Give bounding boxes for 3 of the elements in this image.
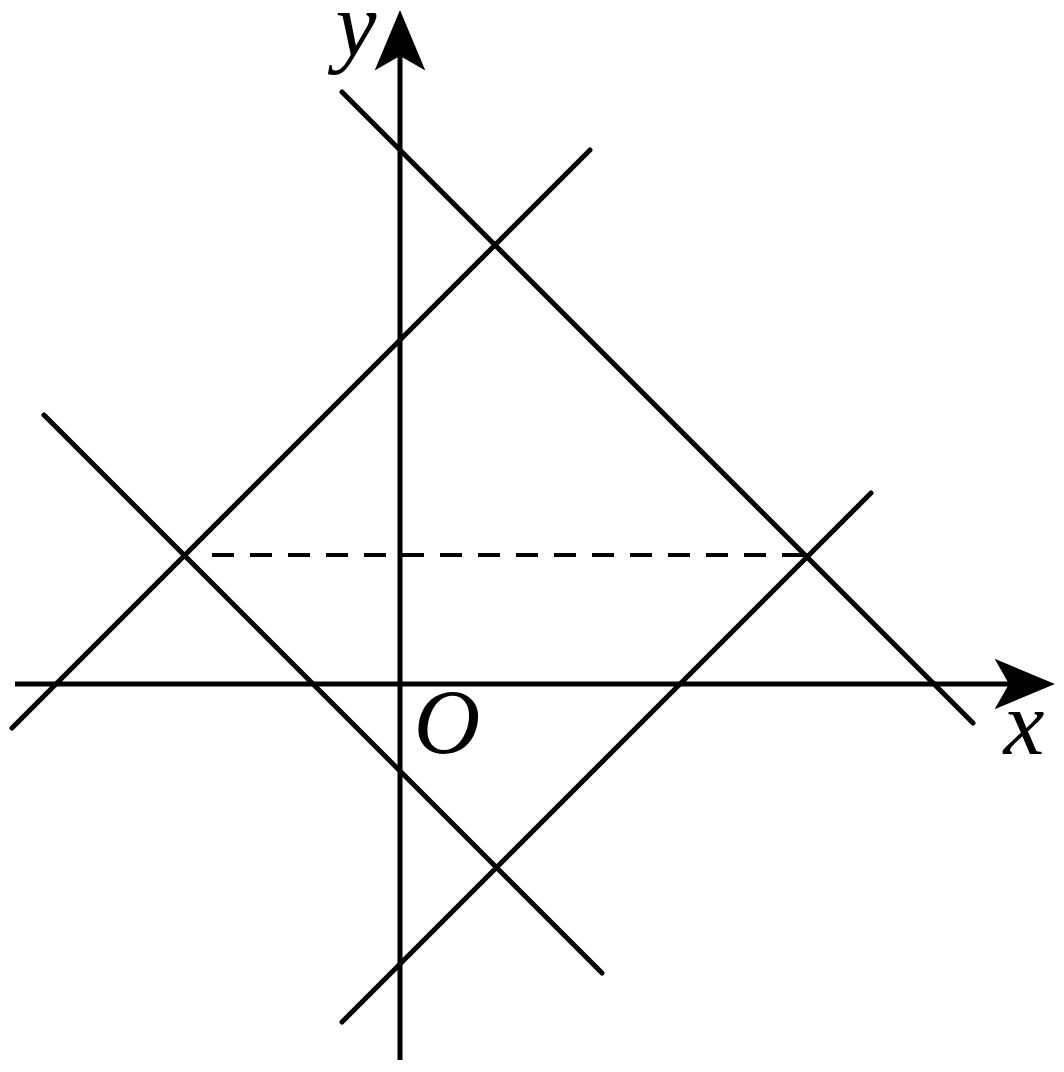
axis-label: x — [1002, 711, 1044, 755]
axis-label: y — [327, 12, 377, 76]
axis-label: O — [418, 692, 479, 754]
